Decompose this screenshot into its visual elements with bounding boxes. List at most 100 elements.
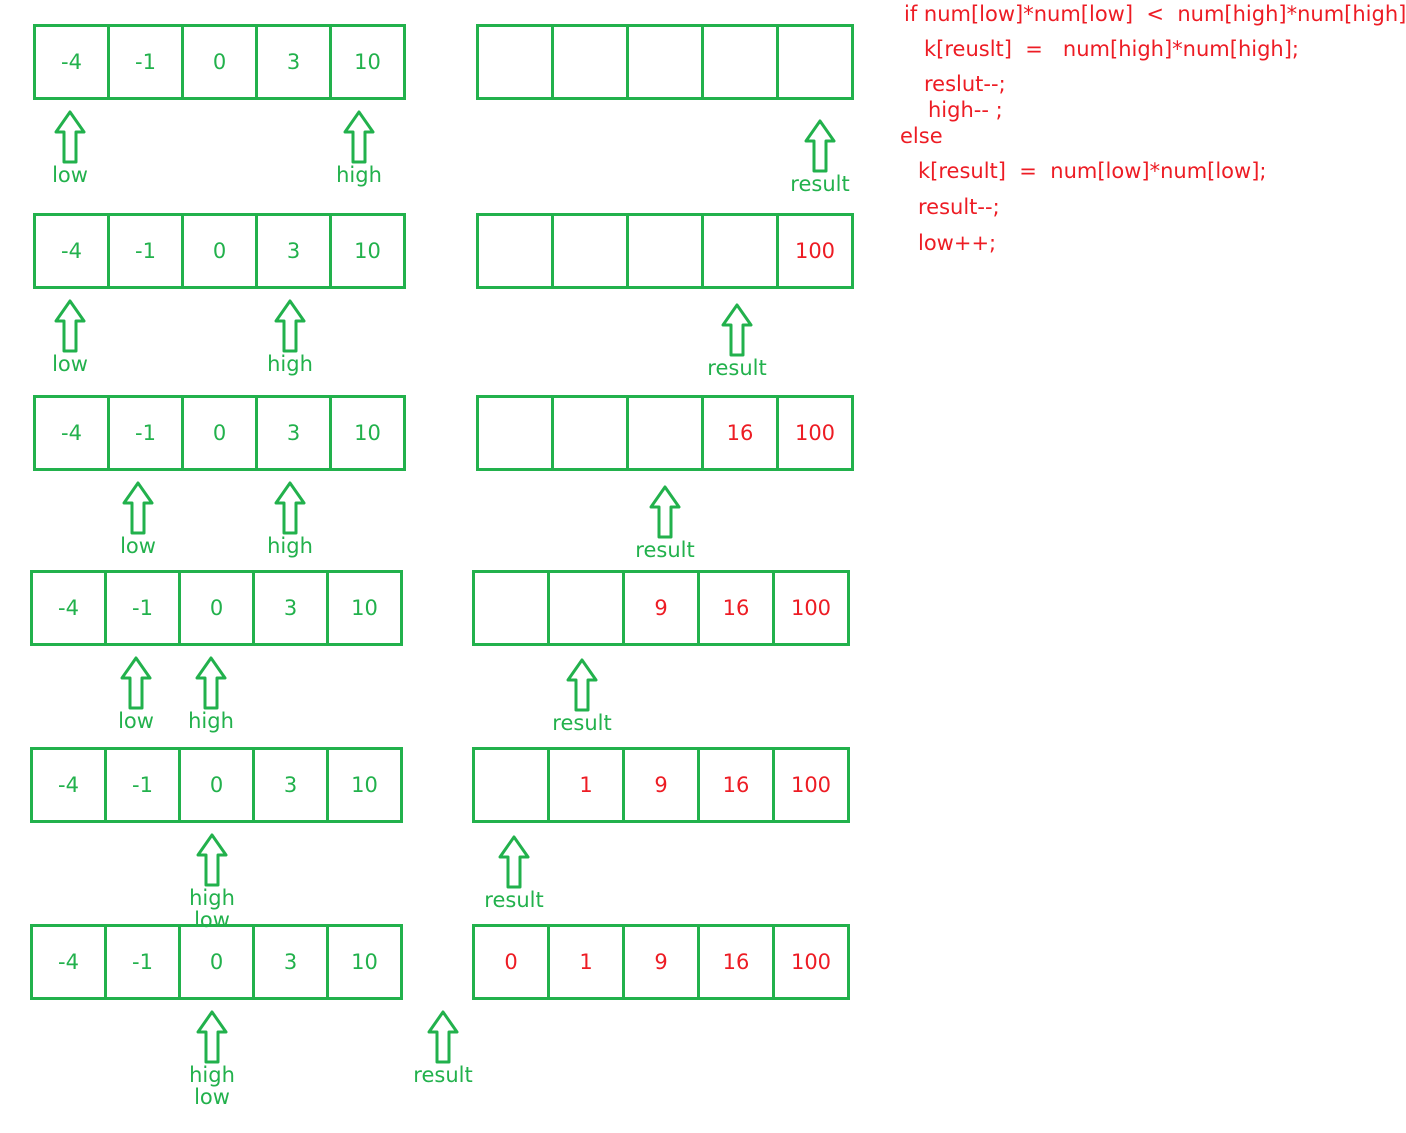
output-cell <box>626 24 704 100</box>
output-cell: 100 <box>772 570 850 646</box>
input-cell: 10 <box>329 395 406 471</box>
output-cell: 9 <box>622 570 700 646</box>
input-cell: 10 <box>326 924 403 1000</box>
up-arrow-icon <box>196 1010 228 1064</box>
input-cell: -1 <box>107 395 184 471</box>
output-cell <box>476 24 554 100</box>
pointer-high: high <box>314 110 404 186</box>
output-cell: 100 <box>776 213 854 289</box>
pointer-label: high <box>267 352 313 376</box>
input-cell: 10 <box>326 570 403 646</box>
output-cell: 16 <box>701 395 779 471</box>
output-cell: 9 <box>622 924 700 1000</box>
output-cell <box>551 24 629 100</box>
input-cell: 10 <box>326 747 403 823</box>
pointer-result: result <box>469 835 559 911</box>
output-cell: 1 <box>547 924 625 1000</box>
pointer-label: result <box>707 356 767 380</box>
input-cell: -4 <box>33 395 110 471</box>
pointer-high: high <box>245 299 335 375</box>
output-cell <box>476 395 554 471</box>
output-cell <box>472 570 550 646</box>
pointer-high-low: high low <box>167 833 257 931</box>
pointer-result: result <box>775 119 865 195</box>
up-arrow-icon <box>804 119 836 173</box>
pointer-result: result <box>692 303 782 379</box>
up-arrow-icon <box>649 485 681 539</box>
output-cell <box>476 213 554 289</box>
pointer-label: low <box>120 534 156 558</box>
input-cell: 3 <box>252 570 329 646</box>
pointer-label: high <box>336 163 382 187</box>
input-cell: -1 <box>107 24 184 100</box>
output-cell <box>472 747 550 823</box>
pointer-label: result <box>635 538 695 562</box>
pointer-label: result <box>552 711 612 735</box>
up-arrow-icon <box>274 481 306 535</box>
output-cell <box>701 24 779 100</box>
input-cell: -4 <box>30 747 107 823</box>
input-cell: 0 <box>181 395 258 471</box>
input-cell: 3 <box>252 747 329 823</box>
pointer-label: result <box>413 1063 473 1087</box>
output-cell: 100 <box>776 395 854 471</box>
input-cell: -1 <box>104 747 181 823</box>
output-cell <box>626 395 704 471</box>
input-cell: -1 <box>104 924 181 1000</box>
code-line: reslut--; <box>924 72 1006 96</box>
code-line: k[reuslt] = num[high]*num[high]; <box>924 37 1299 61</box>
input-cell: 3 <box>255 213 332 289</box>
input-cell: 3 <box>255 395 332 471</box>
pointer-low: low <box>25 110 115 186</box>
code-line: if num[low]*num[low] < num[high]*num[hig… <box>904 2 1406 26</box>
up-arrow-icon <box>343 110 375 164</box>
up-arrow-icon <box>122 481 154 535</box>
pointer-label: high <box>188 709 234 733</box>
output-cell: 100 <box>772 924 850 1000</box>
input-cell: 0 <box>178 570 255 646</box>
output-cell <box>551 213 629 289</box>
pointer-result: result <box>398 1010 488 1086</box>
input-cell: 3 <box>252 924 329 1000</box>
pointer-result: result <box>537 658 627 734</box>
up-arrow-icon <box>196 833 228 887</box>
up-arrow-icon <box>566 658 598 712</box>
up-arrow-icon <box>274 299 306 353</box>
pointer-high: high <box>166 656 256 732</box>
input-cell: 0 <box>178 924 255 1000</box>
input-cell: -4 <box>30 924 107 1000</box>
up-arrow-icon <box>498 835 530 889</box>
output-cell: 0 <box>472 924 550 1000</box>
output-cell <box>547 570 625 646</box>
up-arrow-icon <box>195 656 227 710</box>
input-cell: -1 <box>104 570 181 646</box>
pointer-label: low <box>52 352 88 376</box>
input-cell: 0 <box>178 747 255 823</box>
pointer-label: result <box>484 888 544 912</box>
pointer-low: low <box>93 481 183 557</box>
up-arrow-icon <box>427 1010 459 1064</box>
input-cell: -4 <box>30 570 107 646</box>
input-cell: 0 <box>181 213 258 289</box>
pointer-label: high low <box>189 1063 235 1109</box>
output-cell: 16 <box>697 924 775 1000</box>
up-arrow-icon <box>54 110 86 164</box>
pointer-result: result <box>620 485 710 561</box>
output-cell: 16 <box>697 570 775 646</box>
input-cell: -4 <box>33 213 110 289</box>
pointer-label: high <box>267 534 313 558</box>
pointer-label: low <box>52 163 88 187</box>
code-line: else <box>900 124 943 148</box>
output-cell: 1 <box>547 747 625 823</box>
input-cell: 10 <box>329 24 406 100</box>
